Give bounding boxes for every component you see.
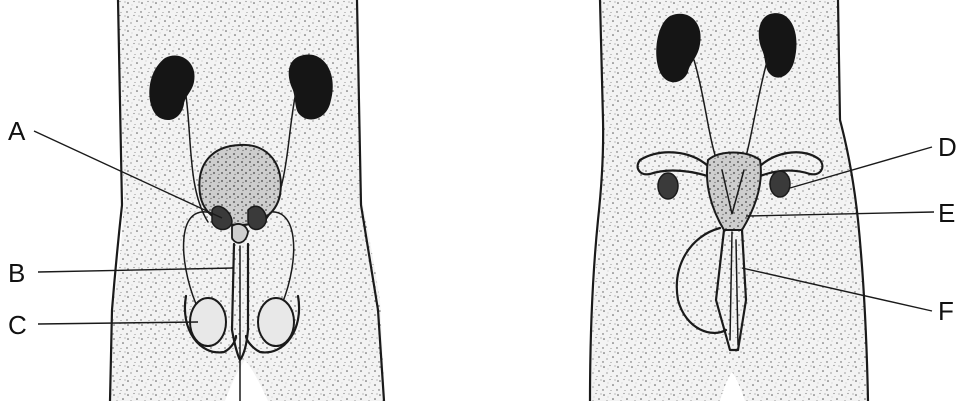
- female-right-ovary: [770, 171, 790, 197]
- label-c: C: [8, 310, 27, 340]
- label-b: B: [8, 258, 25, 288]
- label-e: E: [938, 198, 955, 228]
- female-figure: [590, 0, 868, 401]
- female-left-ovary: [658, 173, 678, 199]
- label-f: F: [938, 296, 954, 326]
- label-d: D: [938, 132, 957, 162]
- label-a: A: [8, 116, 26, 146]
- male-figure: [110, 0, 385, 401]
